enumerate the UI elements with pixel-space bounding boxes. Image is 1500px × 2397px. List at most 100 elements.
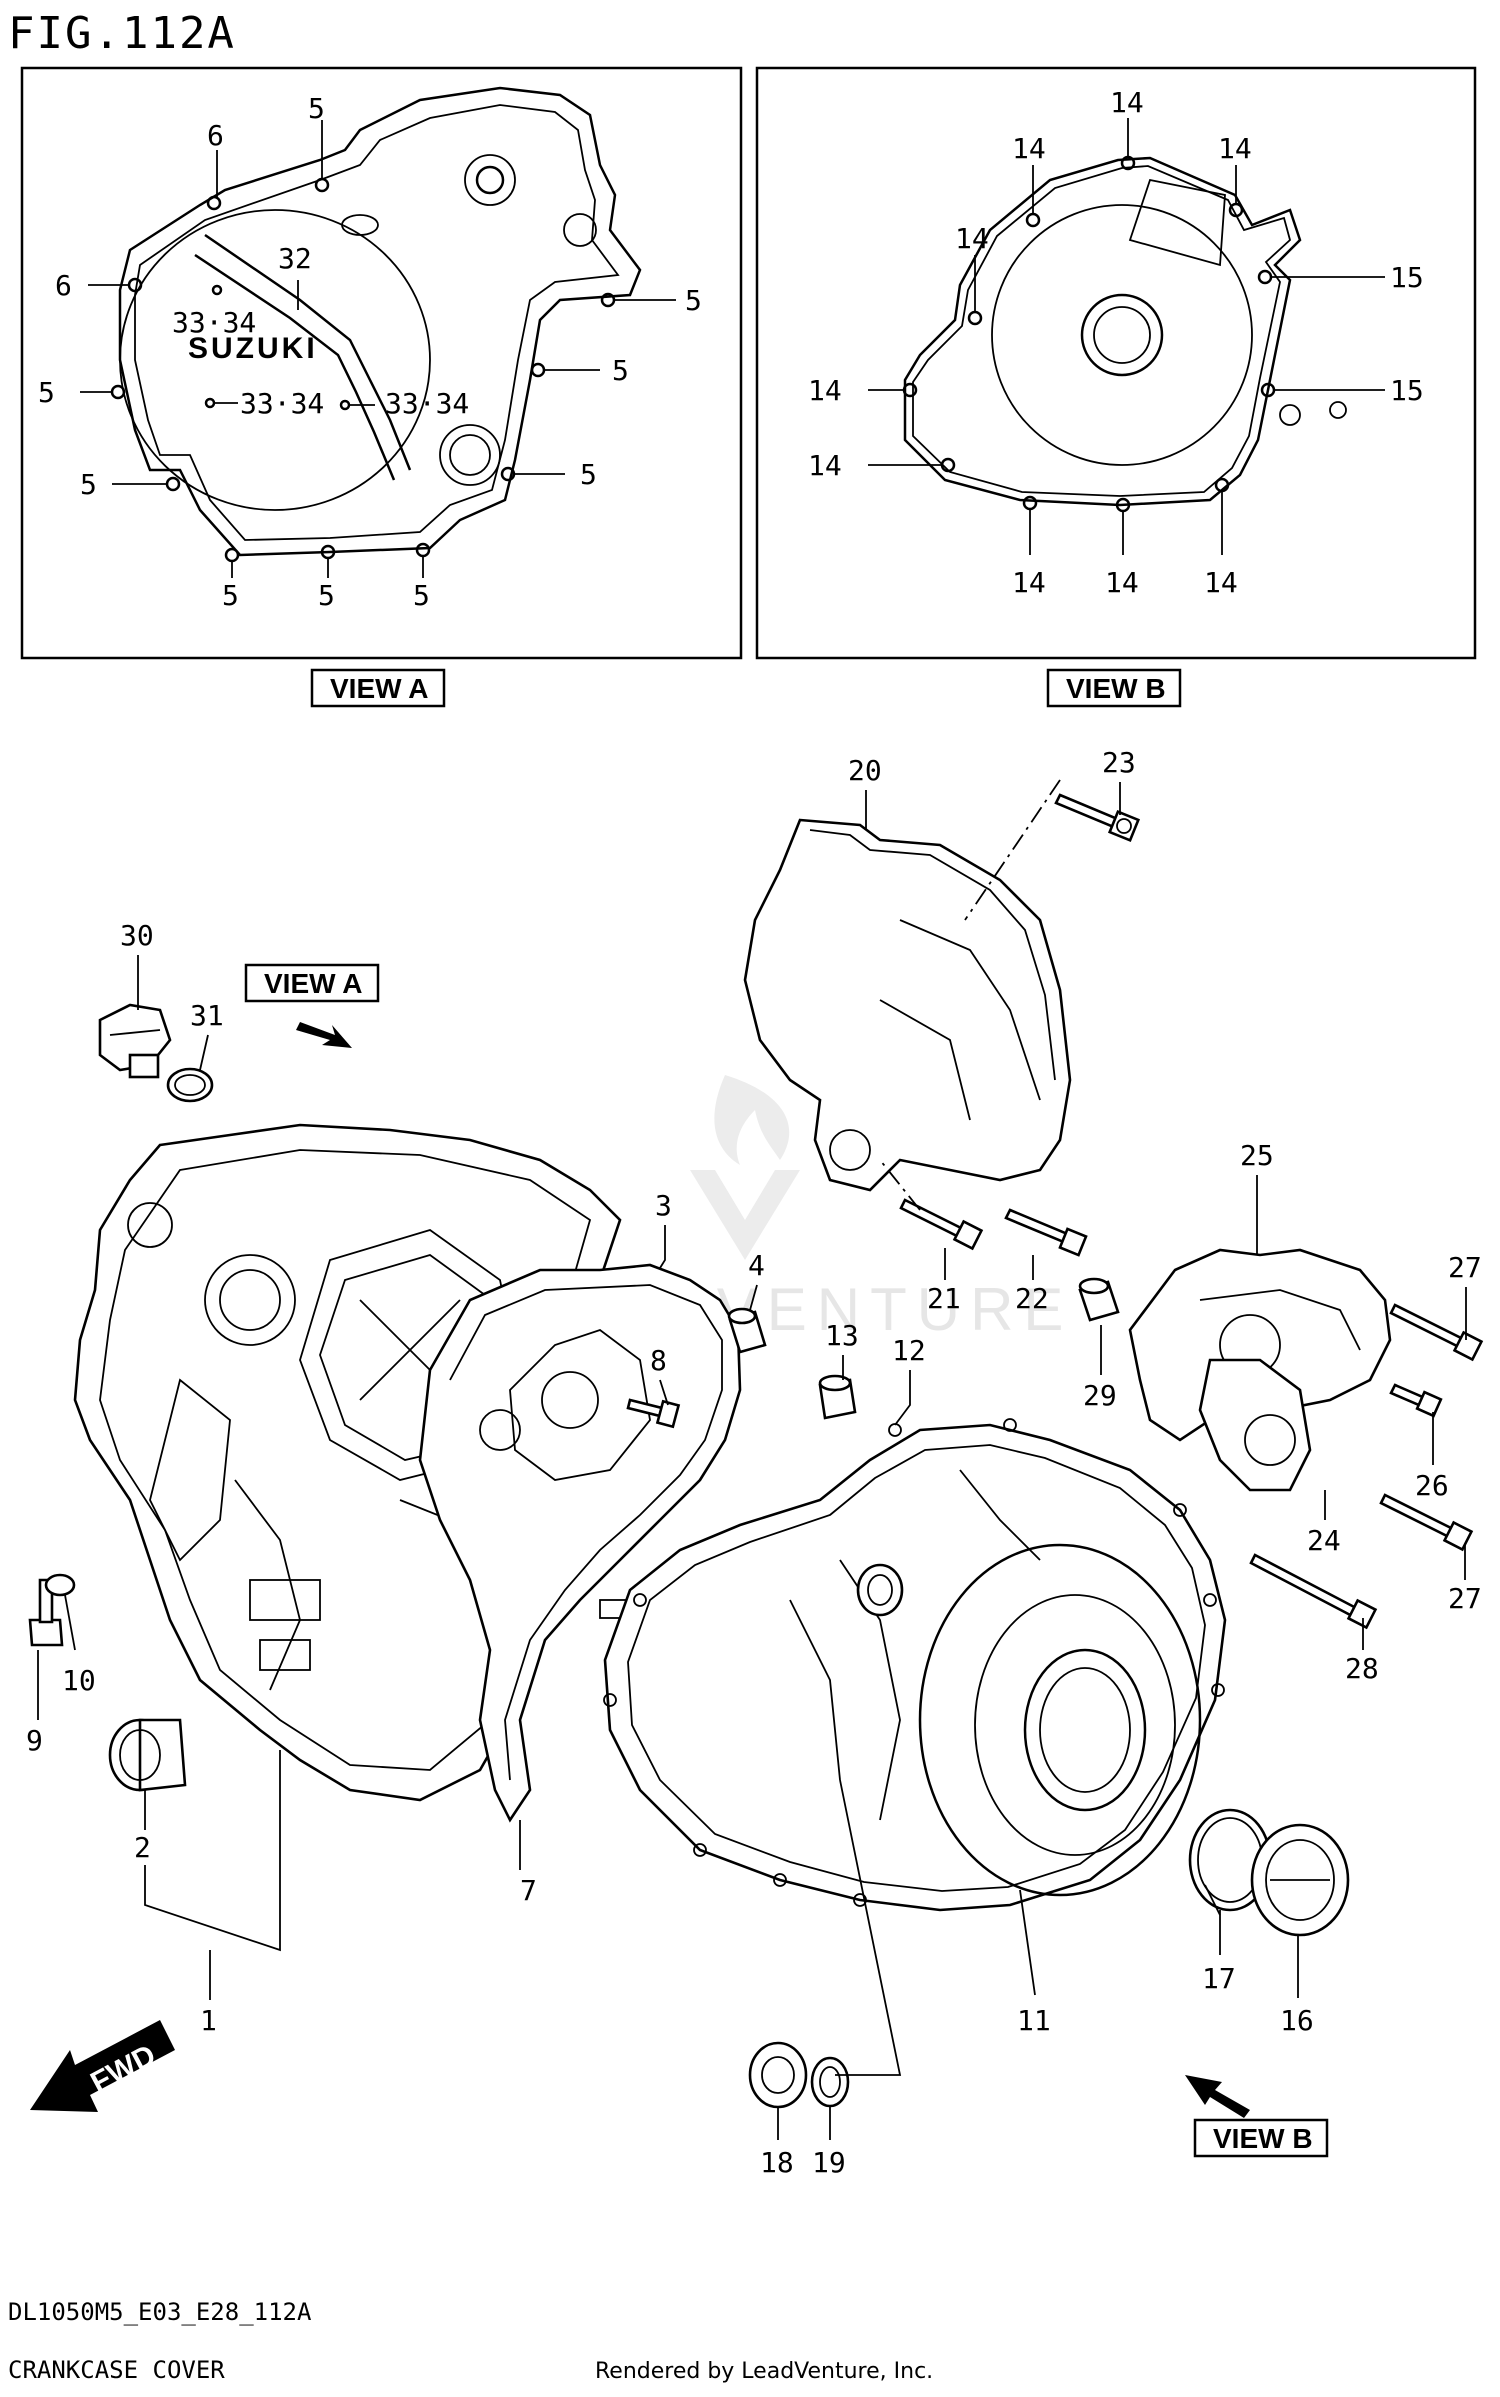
view-a-callout-13: 5 — [222, 579, 239, 612]
washer-19 — [810, 2056, 850, 2108]
view-a-clutch-housing — [119, 209, 431, 511]
view-a-callout-7: 5 — [612, 354, 629, 387]
view-a-callout-10: 33·34 — [240, 387, 324, 420]
bolt-27a — [1389, 1303, 1484, 1362]
view-a-callout-9: 5 — [580, 458, 597, 491]
callout-29: 29 — [1083, 1379, 1117, 1412]
view-a-callout-11: 33·34 — [385, 387, 469, 420]
rendered-by: Rendered by LeadVenture, Inc. — [595, 2359, 933, 2384]
stator-cover-20 — [743, 818, 1072, 1192]
generator-cover-11 — [603, 1418, 1227, 1912]
bolt-26 — [1389, 1383, 1443, 1418]
view-b-frame — [755, 66, 1477, 660]
diagram-name: CRANKCASE COVER — [8, 2356, 225, 2384]
view-b-callout-4: 14 — [955, 222, 989, 255]
view-b-hub-outer — [1080, 293, 1164, 377]
plug-cap-16 — [1250, 1823, 1350, 1937]
view-b-arrow-icon — [1185, 2075, 1250, 2118]
oil-filler-cap — [98, 1003, 172, 1079]
view-a-callout-2: 6 — [207, 119, 224, 152]
view-b-leaders — [868, 118, 1385, 555]
view-a-plug — [449, 434, 491, 476]
callout-10: 10 — [62, 1664, 96, 1697]
plug-2 — [108, 1718, 187, 1792]
callout-8: 8 — [650, 1344, 667, 1377]
callout-22: 22 — [1015, 1282, 1049, 1315]
dowel-pin-13 — [818, 1374, 857, 1420]
callout-27a: 27 — [1448, 1251, 1482, 1284]
crankcase-gasket — [418, 1263, 742, 1823]
view-a-callout-box: VIEW A — [244, 963, 380, 1048]
view-b-callout-9: 14 — [1012, 566, 1046, 599]
callout-30: 30 — [120, 919, 154, 952]
plug-18 — [748, 2041, 808, 2109]
o-ring-31 — [166, 1067, 214, 1103]
view-b-callout-1: 14 — [1110, 86, 1144, 119]
callout-13: 13 — [825, 1319, 859, 1352]
callout-26: 26 — [1415, 1469, 1449, 1502]
view-a-callout-12: 5 — [80, 468, 97, 501]
view-b-stator-housing — [991, 204, 1253, 466]
bolt-22 — [1004, 1208, 1088, 1257]
pump-cover-25 — [1128, 1248, 1392, 1492]
view-b-callout-8: 14 — [808, 449, 842, 482]
view-b-callout-box: VIEW B — [1185, 2075, 1329, 2158]
view-a-callout-5: 5 — [685, 284, 702, 317]
view-b-pointer-label: VIEW B — [1213, 2123, 1313, 2154]
washer-10 — [44, 1573, 76, 1597]
view-a-leaders — [80, 120, 676, 578]
callout-1: 1 — [200, 2004, 217, 2037]
assembly-lines — [879, 779, 1061, 1211]
view-b-callout-6: 15 — [1390, 374, 1424, 407]
view-a-filler — [341, 214, 379, 236]
view-a-brand-text: SUZUKI — [188, 332, 318, 365]
callout-21: 21 — [927, 1282, 961, 1315]
callout-28: 28 — [1345, 1652, 1379, 1685]
view-a-callout-1: 5 — [308, 92, 325, 125]
view-a-callout-14: 5 — [318, 579, 335, 612]
view-a-cover-outline — [118, 86, 642, 557]
callout-23: 23 — [1102, 746, 1136, 779]
view-a-boss — [563, 213, 597, 247]
view-b-hub-inner — [1093, 306, 1151, 364]
bolt-8 — [626, 1398, 681, 1429]
view-b-callout-11: 14 — [1204, 566, 1238, 599]
callout-27b: 27 — [1448, 1582, 1482, 1615]
view-a-arrow-icon — [296, 1022, 352, 1048]
view-a-label-box: VIEW A — [310, 668, 446, 708]
view-b-callout-5: 15 — [1390, 261, 1424, 294]
view-b-cable-guide — [1128, 178, 1226, 267]
callout-11: 11 — [1017, 2004, 1051, 2037]
callout-31: 31 — [190, 999, 224, 1032]
view-b-boss-2 — [1329, 401, 1347, 419]
view-a-frame — [20, 66, 743, 660]
view-b-label-box: VIEW B — [1046, 668, 1182, 708]
bolt-21 — [899, 1198, 984, 1251]
view-b-callout-10: 14 — [1105, 566, 1139, 599]
view-a-callout-3: 32 — [278, 242, 312, 275]
view-a-callout-4: 6 — [55, 269, 72, 302]
main-leaders — [37, 782, 1467, 2140]
view-a-label: VIEW A — [330, 673, 429, 704]
callout-18: 18 — [760, 2146, 794, 2179]
callout-12: 12 — [892, 1334, 926, 1367]
bolt-27b — [1379, 1493, 1474, 1552]
view-b-label: VIEW B — [1066, 673, 1166, 704]
view-b-gasket-outer — [903, 156, 1302, 507]
diagram-code: DL1050M5_E03_E28_112A — [8, 2298, 312, 2326]
view-a-pump-hub — [475, 165, 505, 195]
view-a-band — [204, 233, 412, 471]
callout-16: 16 — [1280, 2004, 1314, 2037]
bolt-28 — [1249, 1553, 1378, 1630]
fwd-arrow-icon — [30, 2020, 175, 2112]
callout-24: 24 — [1307, 1524, 1341, 1557]
bolt-23 — [1054, 793, 1141, 843]
view-a-panel: SUZUKI 5 6 32 6 5 33·34 5 5 5 33·34 33·3… — [20, 66, 743, 660]
callout-2: 2 — [134, 1831, 151, 1864]
view-a-callout-8: 5 — [38, 376, 55, 409]
callout-9: 9 — [26, 1724, 43, 1757]
view-b-callout-2: 14 — [1012, 132, 1046, 165]
callout-20: 20 — [848, 754, 882, 787]
fwd-arrow: FWD — [30, 2020, 175, 2112]
view-b-callout-3: 14 — [1218, 132, 1252, 165]
